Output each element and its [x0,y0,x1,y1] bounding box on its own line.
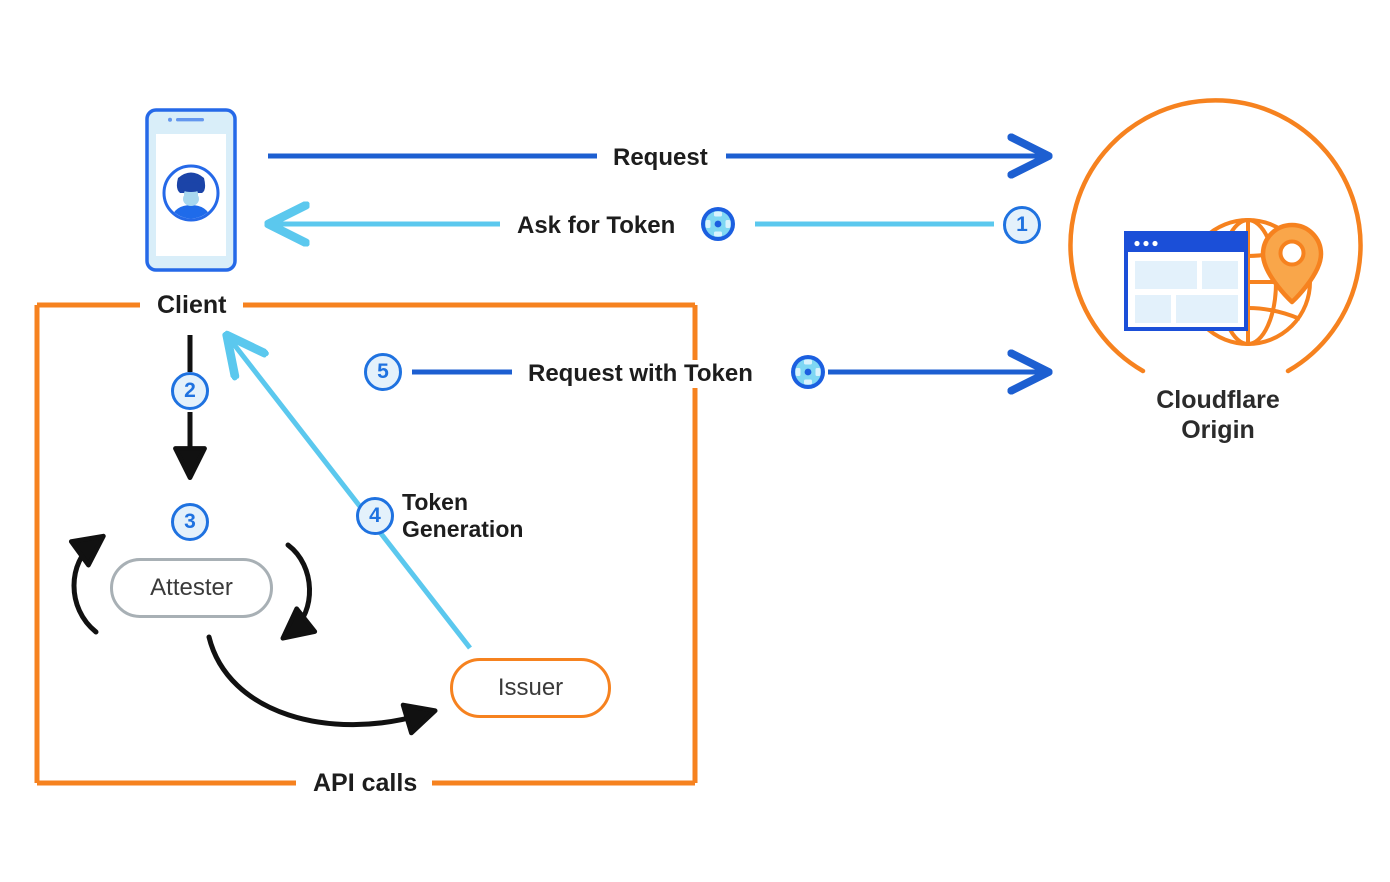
map-pin-icon [1260,222,1324,305]
flow-arc-attester-to-issuer [206,634,438,736]
node-origin-label: Cloudflare Origin [1156,386,1280,444]
token-icon-request [789,353,827,391]
node-issuer-label: Issuer [497,674,564,701]
node-attester-label: Attester [150,574,233,601]
step-badge-1[interactable]: 1 [1003,206,1041,244]
step-badge-5[interactable]: 5 [364,353,402,391]
flow-label-request-with-token: Request with Token [519,360,762,388]
smartphone-icon [145,108,237,272]
cloudflare-origin-icon [1068,98,1363,374]
step-badge-2[interactable]: 2 [171,372,209,410]
browser-window-icon [1124,231,1248,331]
flow-label-ask-for-token: Ask for Token [508,212,685,240]
boundary-bottom-label: API calls [304,769,427,798]
flow-label-request: Request [604,144,717,172]
boundary-top-label: Client [148,291,236,320]
step-badge-4[interactable]: 4 [356,497,394,535]
user-avatar-icon [162,164,220,222]
node-attester[interactable]: Attester [110,558,273,618]
token-icon-ask [699,205,737,243]
flow-label-token-generation: Token Generation [402,489,524,542]
globe-icon [1184,218,1312,346]
node-issuer[interactable]: Issuer [450,658,611,718]
step-badge-3[interactable]: 3 [171,503,209,541]
